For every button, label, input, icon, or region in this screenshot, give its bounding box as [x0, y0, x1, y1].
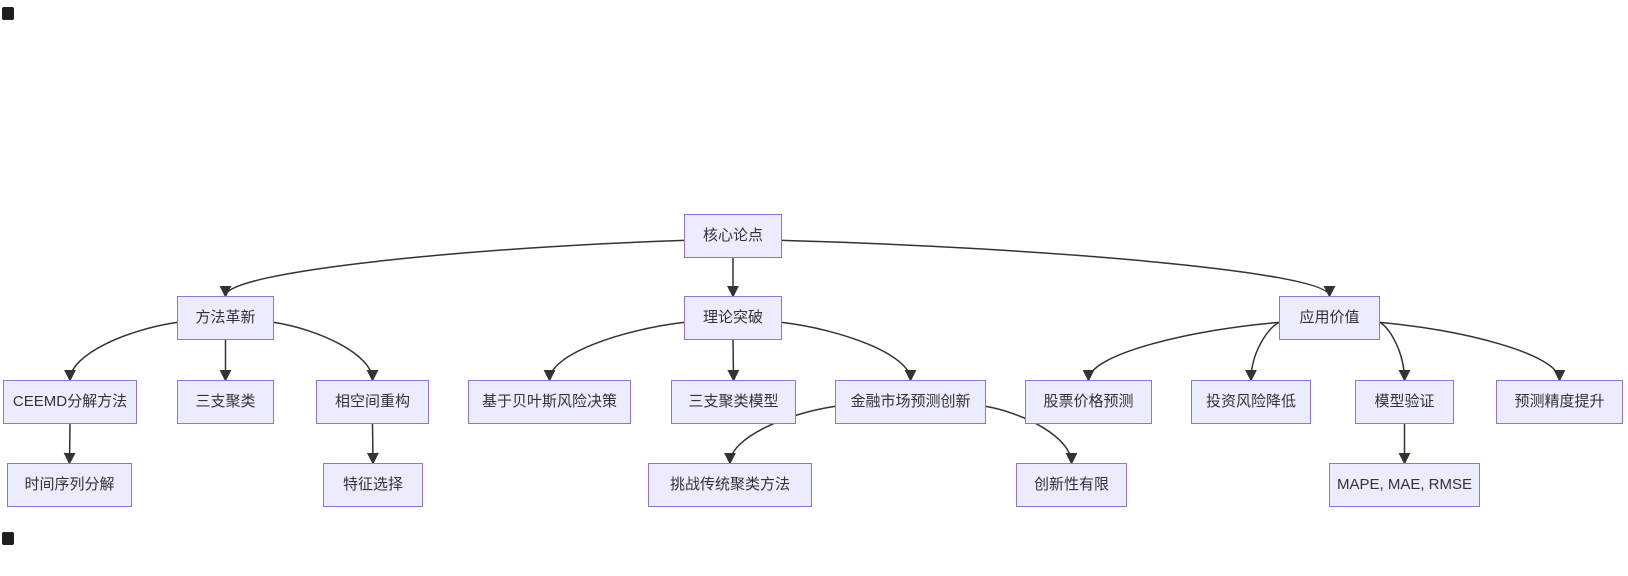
edge-value-to-model_valid: [1379, 321, 1411, 382]
node-limited: 创新性有限: [1016, 463, 1127, 507]
edge-core-to-value: [781, 239, 1336, 298]
node-theory: 理论突破: [684, 296, 782, 340]
node-ceemd: CEEMD分解方法: [3, 380, 137, 424]
node-challenge: 挑战传统聚类方法: [648, 463, 812, 507]
node-risk: 投资风险降低: [1191, 380, 1311, 424]
node-method: 方法革新: [177, 296, 274, 340]
clipped-glyph-artifact-0: [2, 7, 14, 20]
clipped-glyph-artifact-1: [2, 532, 14, 545]
edge-theory-to-three_model: [727, 339, 740, 382]
node-feature: 特征选择: [323, 463, 423, 507]
edge-method-to-ceemd: [64, 321, 178, 382]
edge-value-to-risk: [1245, 321, 1280, 382]
edge-value-to-precision: [1379, 321, 1566, 382]
edge-method-to-phase_space: [273, 321, 379, 382]
node-metrics: MAPE, MAE, RMSE: [1329, 463, 1480, 507]
edge-theory-to-bayes: [543, 321, 685, 382]
edge-phase_space-to-feature: [366, 423, 379, 465]
node-value: 应用价值: [1279, 296, 1380, 340]
node-bayes: 基于贝叶斯风险决策: [468, 380, 631, 424]
node-ts_decomp: 时间序列分解: [7, 463, 132, 507]
edge-value-to-stock: [1082, 321, 1280, 382]
node-stock: 股票价格预测: [1025, 380, 1152, 424]
edge-theory-to-fin_innov: [781, 321, 917, 382]
edge-core-to-method: [219, 239, 685, 298]
edge-ceemd-to-ts_decomp: [63, 423, 76, 465]
node-three_cluster: 三支聚类: [177, 380, 274, 424]
node-fin_innov: 金融市场预测创新: [835, 380, 986, 424]
node-three_model: 三支聚类模型: [671, 380, 796, 424]
node-core: 核心论点: [684, 214, 782, 258]
node-phase_space: 相空间重构: [316, 380, 429, 424]
node-model_valid: 模型验证: [1355, 380, 1454, 424]
node-precision: 预测精度提升: [1496, 380, 1623, 424]
